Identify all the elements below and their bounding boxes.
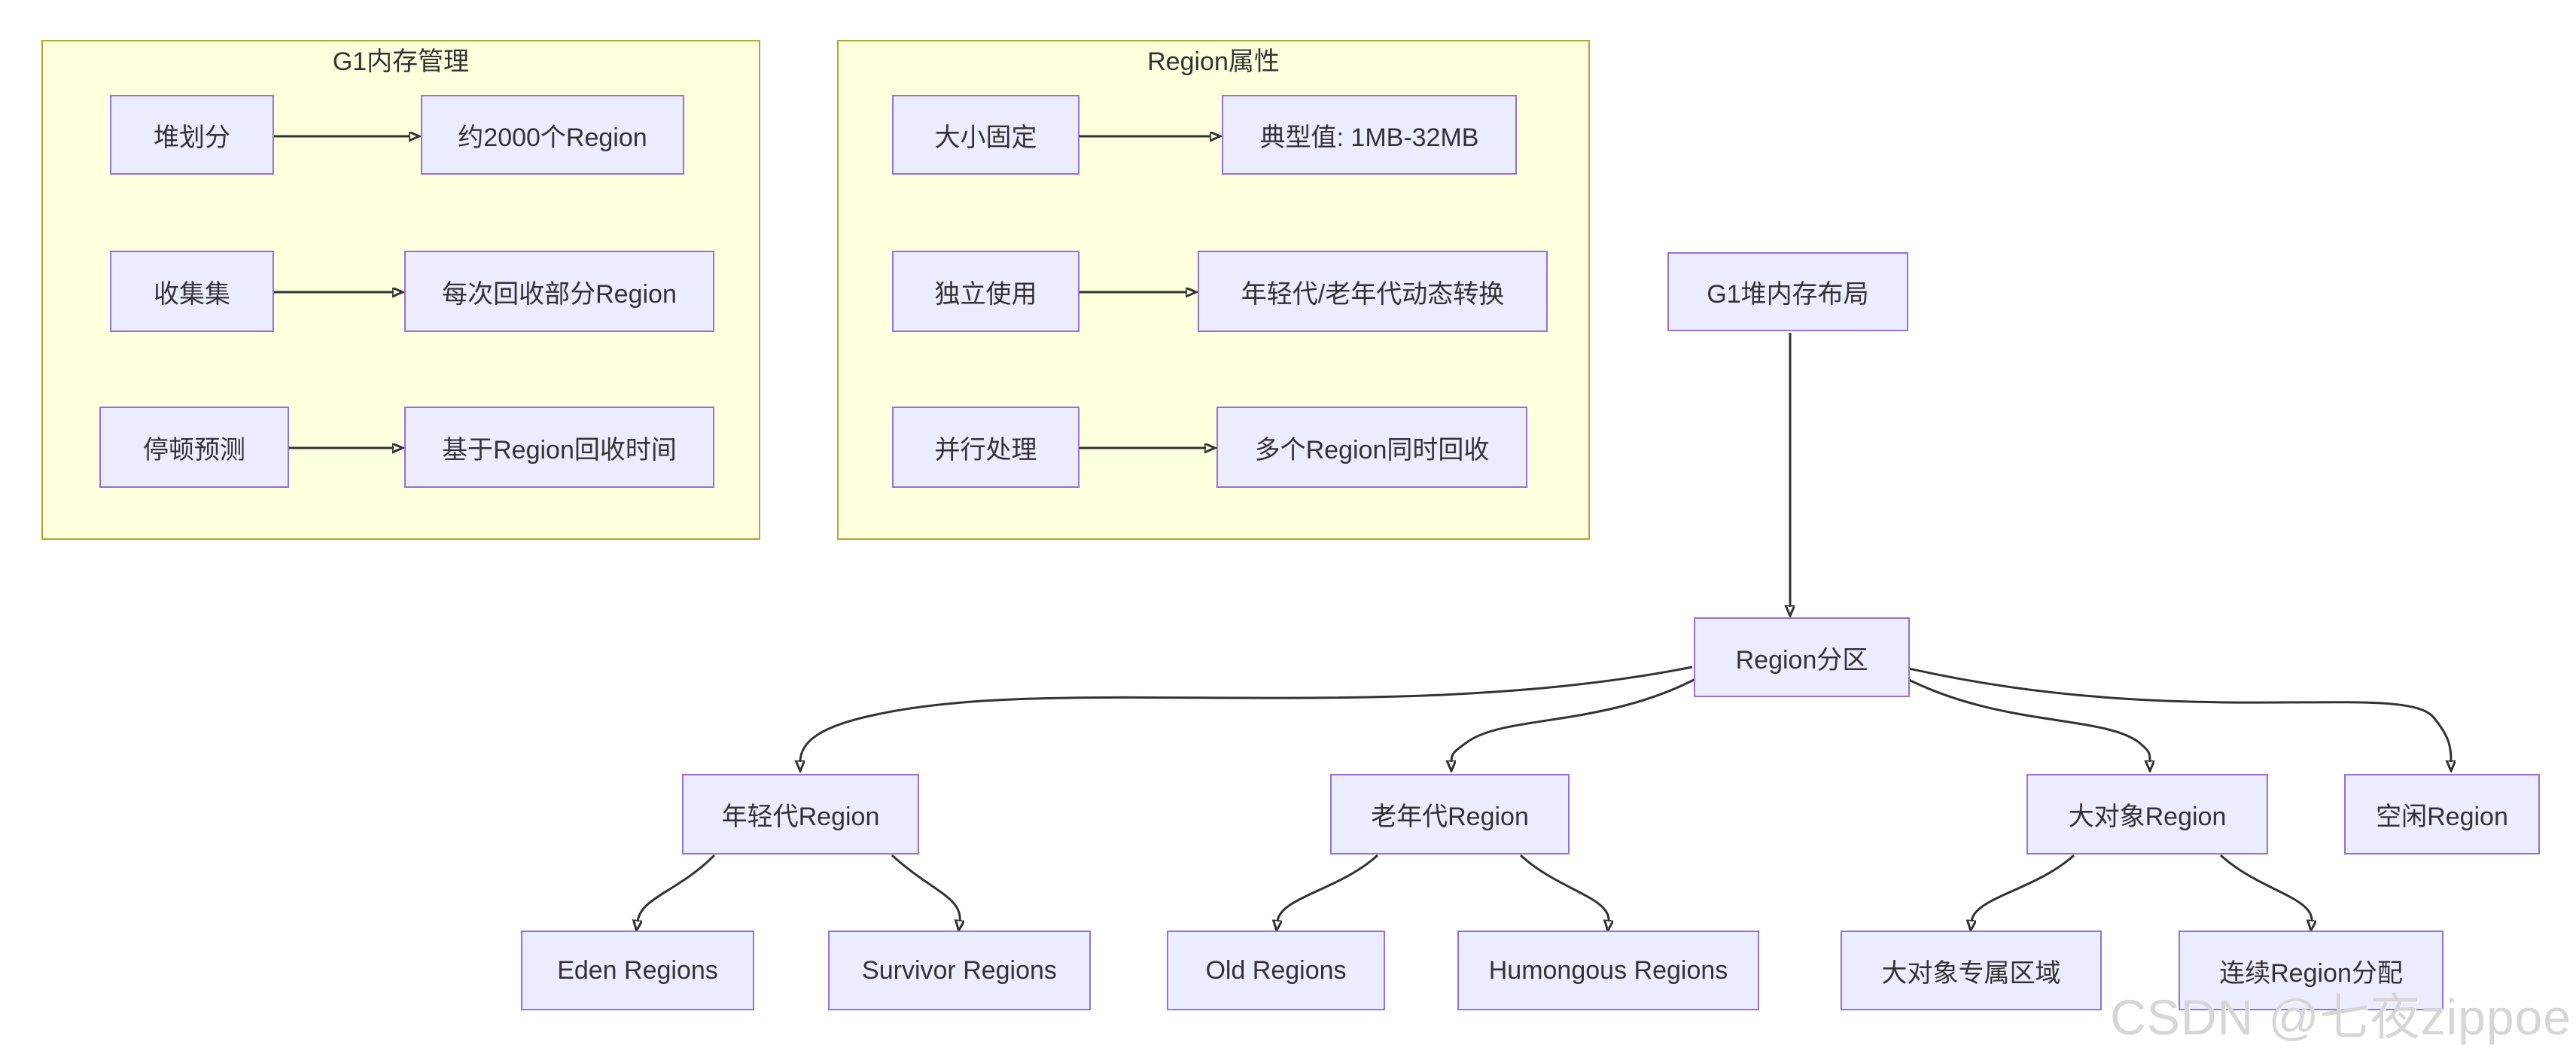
edge-region-partition-to-free bbox=[1908, 667, 2451, 762]
node-heap-division: 堆划分 bbox=[110, 95, 274, 175]
edge-region-partition-to-big-obj bbox=[1907, 678, 2150, 762]
node-parallel-label: 并行处理 bbox=[934, 435, 1037, 465]
node-free-region: 空闲Region bbox=[2344, 774, 2540, 854]
node-eden-regions-label: Eden Regions bbox=[557, 955, 718, 985]
csdn-watermark: CSDN @七夜zippoe bbox=[2110, 989, 2571, 1045]
node-region-partition-label: Region分区 bbox=[1735, 645, 1868, 675]
node-cset: 收集集 bbox=[110, 251, 274, 332]
edge-region-partition-to-young bbox=[800, 666, 1693, 762]
node-pause-predict-label: 停顿预测 bbox=[143, 435, 245, 465]
node-heap-layout: G1堆内存布局 bbox=[1667, 252, 1908, 331]
node-old-region: 老年代Region bbox=[1330, 774, 1570, 854]
edge-big-obj-to-contiguous bbox=[2219, 854, 2312, 921]
node-survivor-regions: Survivor Regions bbox=[828, 931, 1091, 1010]
node-typical-value: 典型值: 1MB-32MB bbox=[1222, 95, 1517, 175]
node-big-obj-region: 大对象Region bbox=[2026, 774, 2268, 854]
node-independent-use-label: 独立使用 bbox=[934, 279, 1037, 309]
edge-old-gen-to-old-regions bbox=[1277, 854, 1379, 921]
node-young-region: 年轻代Region bbox=[682, 774, 919, 854]
node-region-partition: Region分区 bbox=[1694, 617, 1910, 697]
node-fixed-size: 大小固定 bbox=[892, 95, 1079, 175]
node-pause-predict: 停顿预测 bbox=[99, 407, 289, 488]
node-old-regions: Old Regions bbox=[1167, 931, 1385, 1010]
edge-big-obj-to-big-obj-area bbox=[1972, 854, 2075, 921]
node-independent-use: 独立使用 bbox=[892, 251, 1079, 332]
node-big-obj-region-label: 大对象Region bbox=[2068, 803, 2227, 831]
node-big-obj-area-label: 大对象专属区域 bbox=[1881, 958, 2061, 988]
node-old-region-label: 老年代Region bbox=[1371, 803, 1529, 831]
node-parallel: 并行处理 bbox=[892, 407, 1079, 488]
edge-old-gen-to-humongous bbox=[1519, 854, 1609, 921]
node-old-regions-label: Old Regions bbox=[1205, 955, 1347, 985]
node-typical-value-label: 典型值: 1MB-32MB bbox=[1259, 123, 1479, 152]
node-region-count: 约2000个Region bbox=[421, 95, 684, 175]
node-fixed-size-label: 大小固定 bbox=[934, 123, 1037, 152]
node-free-region-label: 空闲Region bbox=[2376, 803, 2508, 831]
cluster-title-region-attributes: Region属性 bbox=[1147, 47, 1280, 76]
node-heap-layout-label: G1堆内存布局 bbox=[1707, 280, 1869, 309]
node-region-time: 基于Region回收时间 bbox=[404, 407, 714, 488]
node-dynamic-convert-label: 年轻代/老年代动态转换 bbox=[1241, 279, 1505, 309]
node-contiguous-alloc-label: 连续Region分配 bbox=[2219, 958, 2403, 988]
node-dynamic-convert: 年轻代/老年代动态转换 bbox=[1198, 251, 1548, 332]
cluster-title-g1-memory-management: G1内存管理 bbox=[332, 47, 470, 76]
node-heap-division-label: 堆划分 bbox=[154, 123, 230, 152]
edge-young-to-survivor bbox=[891, 854, 960, 921]
node-partial-collect-label: 每次回收部分Region bbox=[442, 279, 677, 309]
node-big-obj-area: 大对象专属区域 bbox=[1841, 931, 2102, 1010]
node-cset-label: 收集集 bbox=[154, 279, 230, 309]
node-region-time-label: 基于Region回收时间 bbox=[442, 435, 677, 465]
node-humongous-regions-label: Humongous Regions bbox=[1488, 955, 1728, 985]
node-region-count-label: 约2000个Region bbox=[458, 123, 647, 152]
node-eden-regions: Eden Regions bbox=[521, 931, 754, 1010]
edge-region-partition-to-old-gen bbox=[1451, 678, 1696, 762]
edge-young-to-eden bbox=[638, 854, 716, 921]
node-survivor-regions-label: Survivor Regions bbox=[862, 955, 1057, 985]
node-young-region-label: 年轻代Region bbox=[721, 803, 880, 831]
node-partial-collect: 每次回收部分Region bbox=[404, 251, 714, 332]
node-contiguous-alloc: 连续Region分配 bbox=[2179, 931, 2444, 1010]
node-humongous-regions: Humongous Regions bbox=[1457, 931, 1759, 1010]
node-multi-collect-label: 多个Region同时回收 bbox=[1254, 435, 1490, 465]
node-multi-collect: 多个Region同时回收 bbox=[1216, 407, 1527, 488]
